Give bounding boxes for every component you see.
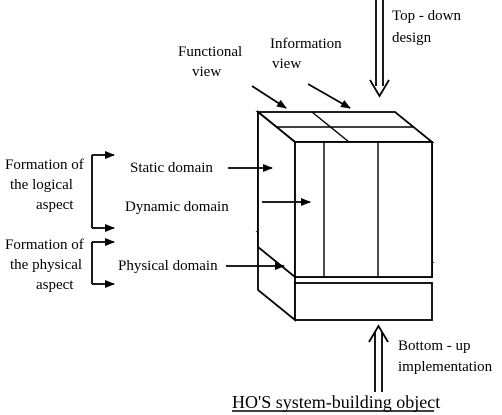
formation-logical-line1: Formation of (5, 157, 84, 173)
functional-view-label-line1: Functional (178, 44, 242, 60)
diagram-caption: HO'S system-building object (232, 392, 440, 412)
information-view-label-line2: view (272, 56, 301, 72)
bottom-up-label-line2: implementation (398, 359, 493, 375)
bottom-up-arrow (368, 324, 389, 392)
logical-aspect-bracket (91, 151, 115, 232)
bottom-up-arrowhead (368, 324, 389, 343)
physical-aspect-bracket (91, 238, 115, 288)
top-down-label-line1: Top - down (392, 8, 461, 24)
formation-physical-line3: aspect (36, 277, 74, 293)
formation-physical-line2: the physical (10, 257, 82, 273)
bottom-up-label-line1: Bottom - up (398, 338, 471, 354)
dynamic-domain-label: Dynamic domain (125, 199, 229, 215)
physical-domain-label: Physical domain (118, 258, 218, 274)
upper-block-left-face-overlay (257, 110, 296, 279)
information-view-arrow (307, 83, 351, 109)
functional-view-label-line2: view (192, 64, 221, 80)
top-down-label-line2: design (392, 30, 432, 46)
top-down-arrowhead (369, 79, 390, 98)
functional-view-arrow (251, 85, 287, 109)
upper-block-front-face-overlay (294, 141, 433, 278)
formation-physical-line1: Formation of (5, 237, 84, 253)
formation-logical-line2: the logical (10, 177, 73, 193)
static-domain-label: Static domain (130, 160, 213, 176)
formation-logical-line3: aspect (36, 197, 74, 213)
information-view-label-line1: Information (270, 36, 342, 52)
top-down-arrow (369, 0, 390, 98)
lower-slab-front-face (294, 282, 433, 321)
upper-block-overlay (257, 110, 433, 279)
